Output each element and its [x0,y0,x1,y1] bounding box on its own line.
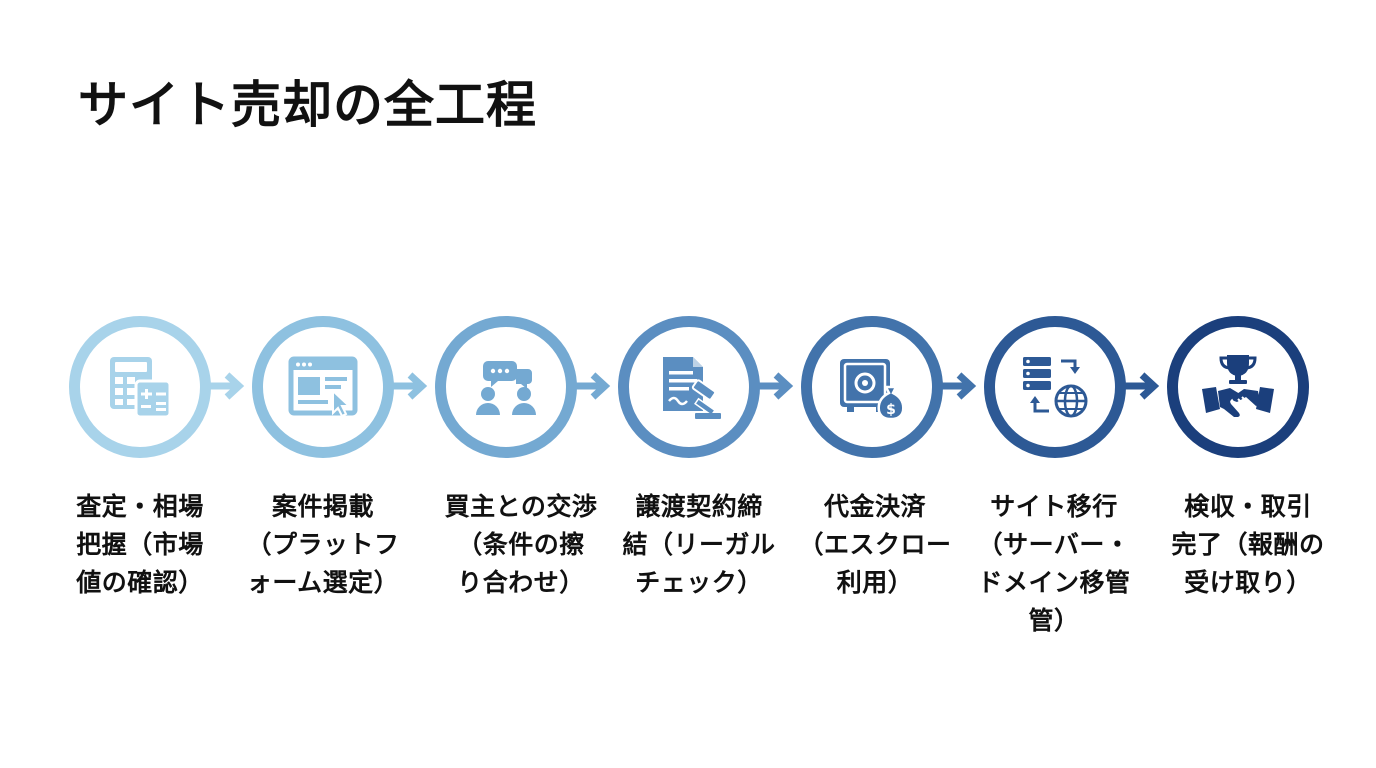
svg-text:$: $ [886,402,896,418]
step-7-circle [1167,316,1309,458]
contract-gavel-icon [663,357,721,419]
arrow-right-icon [756,372,794,400]
step-2-circle [252,316,394,458]
chat-people-icon [476,361,536,415]
handshake-trophy-icon [1202,355,1274,417]
arrow-1 [203,372,247,400]
arrow-right-icon [390,372,428,400]
step-3-label: 買主との交渉 （条件の擦 り合わせ） [444,492,598,597]
step-7-label: 検収・取引 完了（報酬の 受け取り） [1171,492,1325,597]
arrow-5 [935,372,979,400]
calculator-icon [110,357,172,419]
step-4-circle [618,316,760,458]
arrow-right-icon [573,372,611,400]
arrow-2 [386,372,430,400]
step-4-label: 譲渡契約締 結（リーガル チェック） [622,492,776,597]
browser-window-icon [288,356,358,418]
page-title: サイト売却の全工程 [78,76,537,134]
server-globe-icon [1023,357,1088,418]
arrow-6 [1118,372,1162,400]
step-2-label: 案件掲載 （プラットフ ォーム選定） [246,492,400,597]
arrow-3 [569,372,613,400]
arrow-4 [752,372,796,400]
step-6-label: サイト移行 （サーバー・ ドメイン移管 管） [977,492,1131,635]
step-3-circle [435,316,577,458]
step-1-circle [69,316,211,458]
step-1-label: 査定・相場 把握（市場 値の確認） [76,492,204,597]
safe-money-bag-icon: $ [840,359,905,421]
arrow-right-icon [207,372,245,400]
step-5-label: 代金決済 （エスクロー 利用） [798,492,952,597]
arrow-right-icon [1122,372,1160,400]
step-5-circle: $ [801,316,943,458]
arrow-right-icon [939,372,977,400]
step-6-circle [984,316,1126,458]
